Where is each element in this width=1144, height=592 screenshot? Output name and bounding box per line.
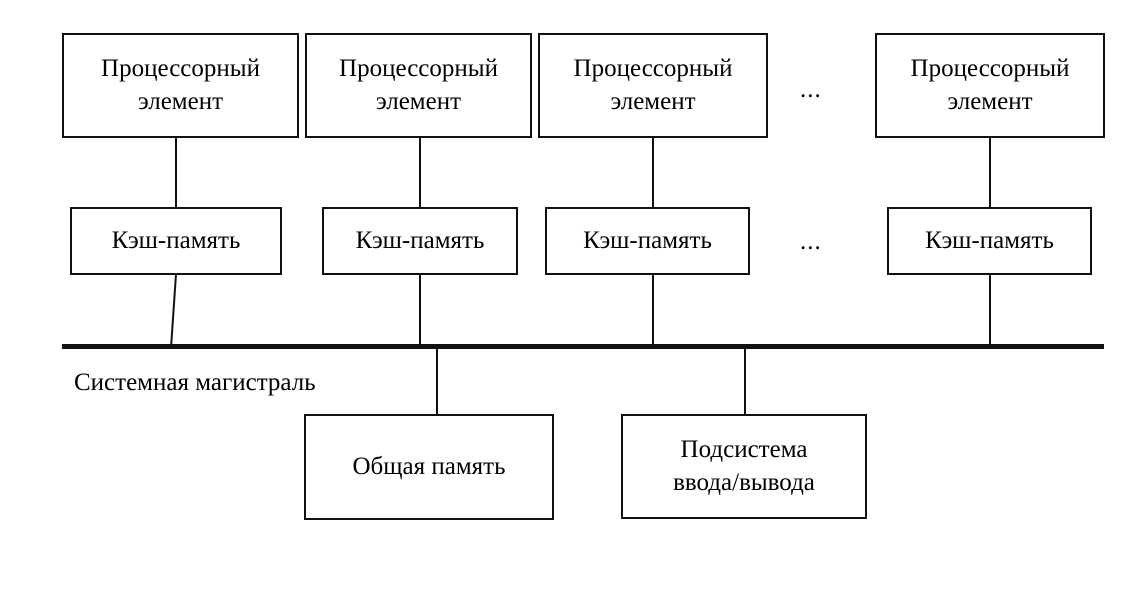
connector-processor-4-to-cache-4 — [989, 136, 991, 208]
connector-processor-2-to-cache-2 — [419, 136, 421, 208]
cache-memory-2-label: Кэш-память — [355, 226, 485, 254]
cache-memory-4-label: Кэш-память — [925, 226, 1054, 254]
connector-cache-1-to-bus — [168, 274, 180, 348]
cache-memory-3[interactable]: Кэш-память — [545, 207, 750, 275]
processor-element-1-line2: элемент — [137, 87, 224, 115]
processor-element-1[interactable]: Процессорный элемент — [62, 33, 299, 138]
connector-bus-to-io-subsystem — [744, 346, 746, 416]
cache-memory-2[interactable]: Кэш-память — [322, 207, 518, 275]
shared-memory-label: Общая память — [352, 452, 506, 480]
cache-memory-4[interactable]: Кэш-память — [887, 207, 1092, 275]
cache-row-ellipsis: ... — [800, 228, 822, 255]
processor-element-3-line1: Процессорный — [573, 55, 733, 82]
processor-element-1-line1: Процессорный — [101, 55, 260, 82]
processor-element-2-line2: элемент — [375, 87, 462, 115]
connector-bus-to-shared-memory — [436, 346, 438, 416]
processor-element-4-line2: элемент — [947, 87, 1033, 115]
cache-memory-3-label: Кэш-память — [583, 226, 712, 254]
io-subsystem-line1: Подсистема — [680, 436, 808, 463]
processor-element-2-line1: Процессорный — [339, 55, 498, 82]
processor-element-3-line2: элемент — [610, 87, 696, 115]
cache-memory-1-label: Кэш-память — [111, 226, 241, 254]
connector-cache-4-to-bus — [989, 274, 991, 348]
processor-element-3[interactable]: Процессорный элемент — [538, 33, 768, 138]
connector-cache-3-to-bus — [652, 274, 654, 348]
connector-cache-2-to-bus — [419, 274, 421, 348]
processor-element-2[interactable]: Процессорный элемент — [305, 33, 532, 138]
processor-element-4[interactable]: Процессорный элемент — [875, 33, 1105, 138]
connector-processor-1-to-cache-1 — [175, 136, 177, 208]
system-bus-line — [62, 344, 1104, 349]
system-bus-label: Системная магистраль — [74, 369, 316, 396]
processor-element-4-line1: Процессорный — [910, 55, 1070, 82]
io-subsystem-line2: ввода/вывода — [673, 468, 815, 496]
cache-memory-1[interactable]: Кэш-память — [70, 207, 282, 275]
connector-cache-1-to-bus-line — [170, 274, 177, 348]
processor-row-ellipsis: ... — [800, 76, 822, 103]
shared-memory-box[interactable]: Общая память — [304, 414, 554, 520]
io-subsystem-box[interactable]: Подсистема ввода/вывода — [621, 414, 867, 519]
connector-processor-3-to-cache-3 — [652, 136, 654, 208]
